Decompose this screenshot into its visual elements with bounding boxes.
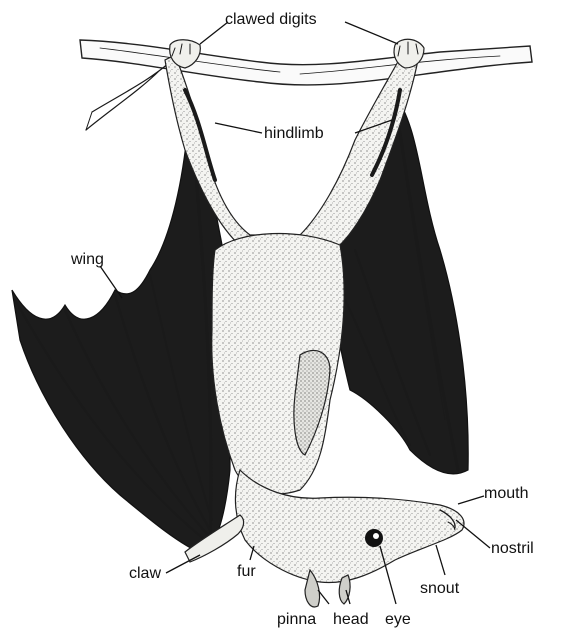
- label-fur: fur: [237, 563, 256, 580]
- label-wing: wing: [70, 251, 104, 268]
- label-head: head: [333, 611, 369, 628]
- label-clawed-digits: clawed digits: [225, 11, 317, 28]
- label-pinna: pinna: [277, 611, 316, 628]
- label-claw: claw: [129, 565, 161, 582]
- label-nostril: nostril: [491, 540, 534, 557]
- label-eye: eye: [385, 611, 411, 628]
- label-snout: snout: [420, 580, 460, 597]
- body: [212, 234, 344, 494]
- branch: [80, 40, 532, 130]
- label-mouth: mouth: [484, 485, 528, 502]
- label-hindlimb: hindlimb: [264, 125, 324, 142]
